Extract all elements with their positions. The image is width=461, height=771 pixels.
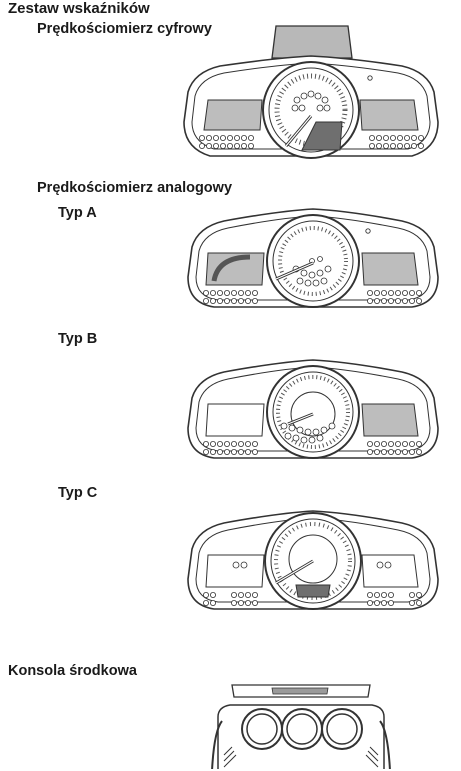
- cluster-type-c-figure: [184, 503, 442, 613]
- cluster-type-a-figure: [184, 203, 442, 311]
- section-analog-heading: Prędkościomierz analogowy: [37, 180, 233, 196]
- type-a-heading: Typ A: [58, 205, 97, 221]
- type-b-heading: Typ B: [58, 331, 98, 347]
- cluster-type-b-figure: [184, 352, 442, 462]
- cluster-digital-figure: [180, 22, 442, 162]
- center-console-figure: [210, 681, 394, 769]
- center-console-heading: Konsola środkowa: [8, 663, 137, 679]
- section-digital-heading: Prędkościomierz cyfrowy: [37, 21, 212, 37]
- cluster-type-b-icon: [187, 359, 439, 459]
- page-title: Zestaw wskaźników: [8, 0, 150, 17]
- cluster-type-c-icon: [187, 510, 439, 610]
- cluster-type-a-icon: [187, 208, 439, 308]
- center-console-icon: [211, 684, 391, 769]
- type-c-heading: Typ C: [58, 485, 98, 501]
- cluster-digital-icon: [183, 25, 439, 159]
